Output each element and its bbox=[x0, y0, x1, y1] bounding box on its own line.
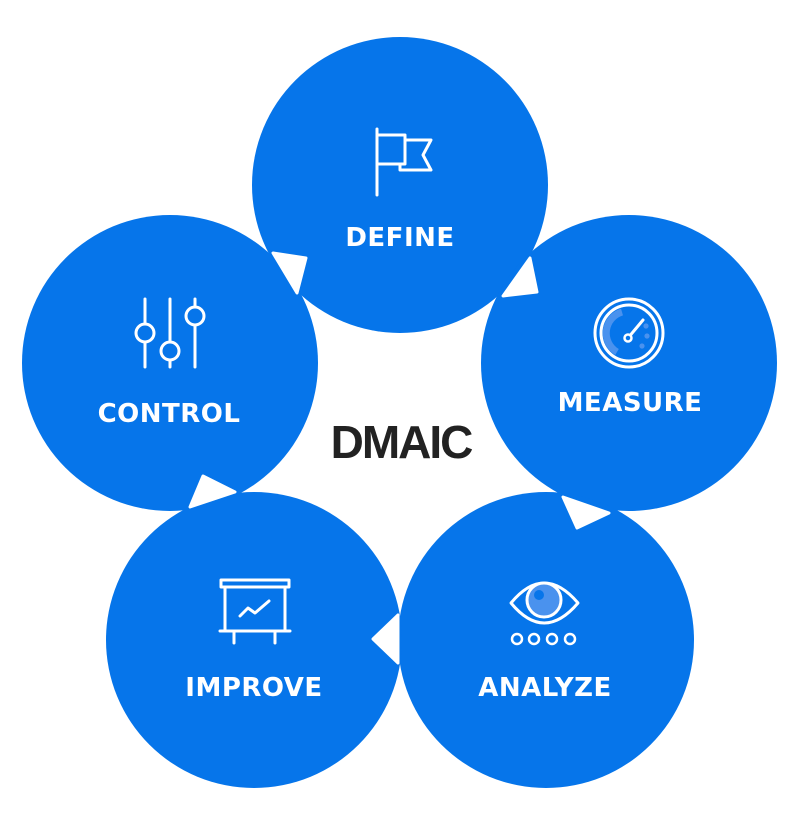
stage-circle-measure bbox=[481, 215, 777, 511]
sliders-icon bbox=[134, 297, 206, 369]
stage-label-improve: IMPROVE bbox=[185, 673, 322, 703]
stage-define bbox=[252, 37, 548, 333]
arrow-control-to-define bbox=[271, 251, 308, 295]
stage-label-define: DEFINE bbox=[345, 223, 454, 253]
stage-measure bbox=[481, 215, 777, 511]
arrow-improve-to-control bbox=[188, 474, 237, 509]
stage-improve bbox=[106, 492, 402, 788]
stage-label-control: CONTROL bbox=[98, 399, 241, 429]
arrow-measure-to-analyze bbox=[561, 495, 611, 530]
stage-circle-improve bbox=[106, 492, 402, 788]
stage-label-analyze: ANALYZE bbox=[478, 673, 611, 703]
stage-circle-define bbox=[252, 37, 548, 333]
gauge-icon bbox=[593, 297, 665, 369]
arrow-analyze-to-improve bbox=[371, 613, 400, 665]
center-title: DMAIC bbox=[331, 416, 473, 468]
presentation-board-icon bbox=[218, 578, 292, 645]
stage-label-measure: MEASURE bbox=[558, 388, 703, 418]
flow-arrows bbox=[188, 251, 611, 665]
arrow-define-to-measure bbox=[501, 256, 539, 298]
flag-icon bbox=[375, 127, 433, 197]
eye-icon bbox=[509, 581, 580, 646]
